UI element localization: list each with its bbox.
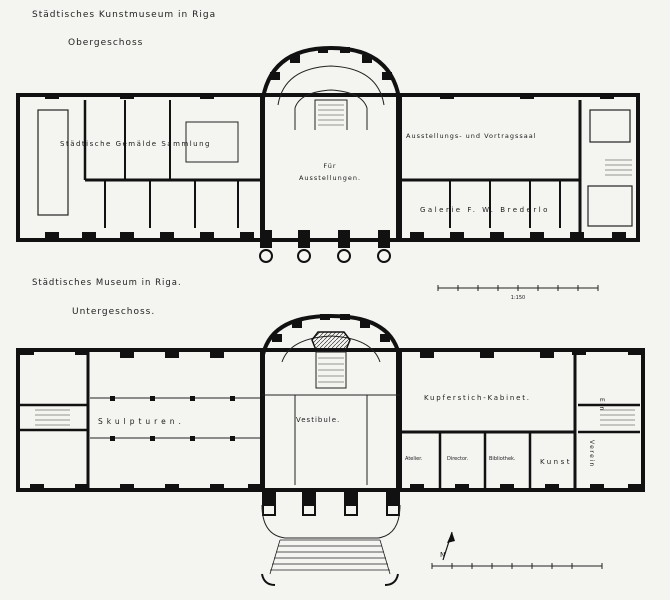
label-center: Für [323, 162, 336, 170]
label-director: Director. [447, 456, 469, 462]
scale-bar: 1:150 [437, 285, 599, 301]
upper-floor-plan: Städtische Gemälde Sammlung Für Ausstell… [16, 45, 640, 263]
upper-floor-heading: Obergeschoss [68, 38, 144, 48]
label-art-a: Kunst [540, 458, 572, 466]
label-library: Bibliothek. [489, 456, 516, 462]
label-art-c: Verein [588, 440, 595, 468]
lower-floor-heading: Untergeschoss. [72, 307, 156, 317]
museum-title: Städtisches Museum in Riga. [32, 278, 182, 288]
lower-scale-bar [431, 563, 603, 569]
label-sculptures: Skulpturen. [98, 417, 185, 426]
label-gallery-left: Städtische Gemälde Sammlung [60, 140, 211, 148]
label-atelier: Atelier. [405, 456, 423, 462]
scale-label: 1:150 [511, 295, 525, 301]
label-prints: Kupferstich-Kabinet. [424, 394, 531, 402]
label-hall-right: Ausstellungs- und Vortragssaal [406, 132, 537, 140]
north-label: N [440, 551, 445, 559]
label-vestibule: Vestibule. [296, 416, 340, 424]
label-center-2: Ausstellungen. [299, 174, 361, 182]
label-art-b: Ein [598, 398, 605, 412]
north-arrow: N [440, 531, 455, 561]
lower-floor-plan: Skulpturen. Vestibule. Kupferstich-Kabin… [16, 313, 645, 586]
label-gallery-right: Galerie F. W. Brederlo [420, 206, 550, 214]
sheet-title: Städtisches Kunstmuseum in Riga [32, 10, 217, 20]
